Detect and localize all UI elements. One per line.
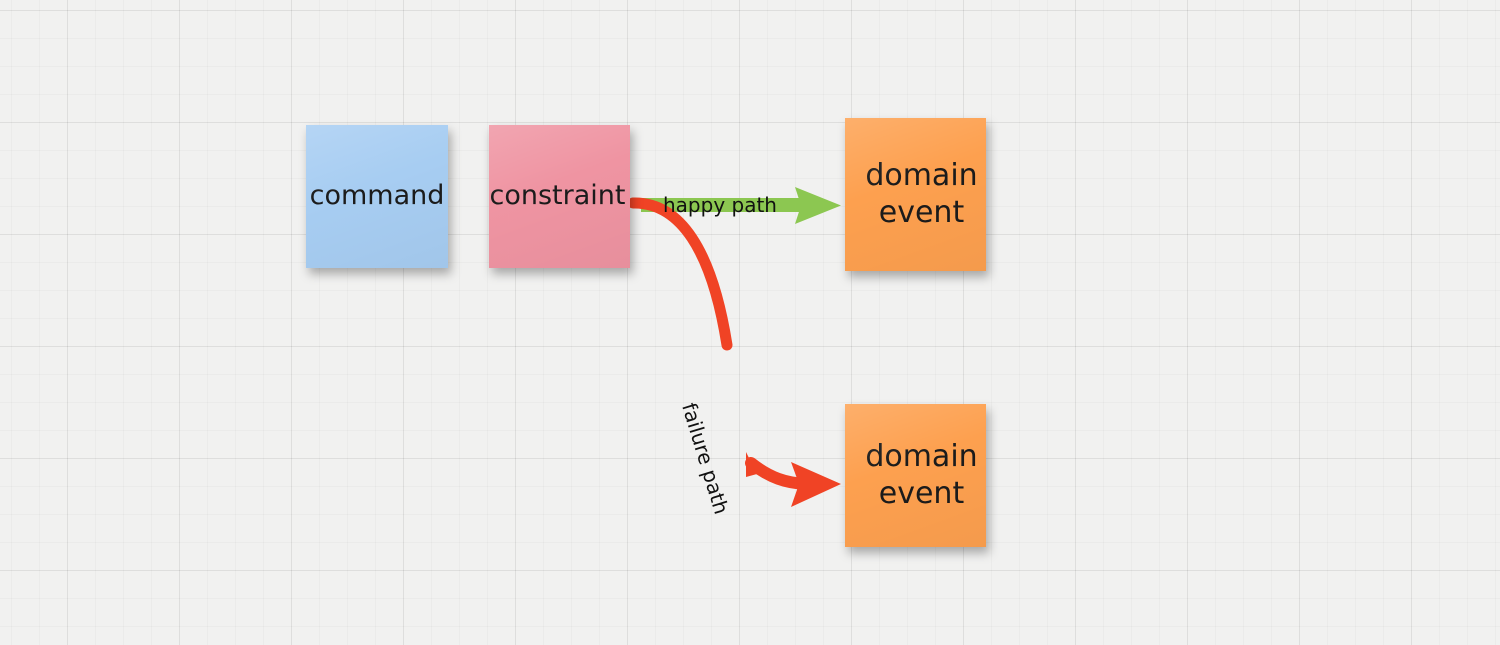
- sticky-note-domain-event-failure[interactable]: domain event: [845, 404, 986, 547]
- sticky-note-constraint-label: constraint: [489, 180, 626, 212]
- sticky-note-constraint[interactable]: constraint: [489, 125, 630, 268]
- sticky-note-command[interactable]: command: [306, 125, 448, 268]
- sticky-note-domain-event-success-label: domain event: [865, 157, 978, 230]
- sticky-note-domain-event-failure-label: domain event: [865, 438, 978, 511]
- failure-path-arrow: [627, 197, 841, 507]
- sticky-note-command-label: command: [309, 180, 445, 212]
- sticky-note-domain-event-success[interactable]: domain event: [845, 118, 986, 271]
- edge-label-failure-path: failure path: [677, 400, 734, 517]
- edge-label-happy-path: happy path: [663, 193, 777, 217]
